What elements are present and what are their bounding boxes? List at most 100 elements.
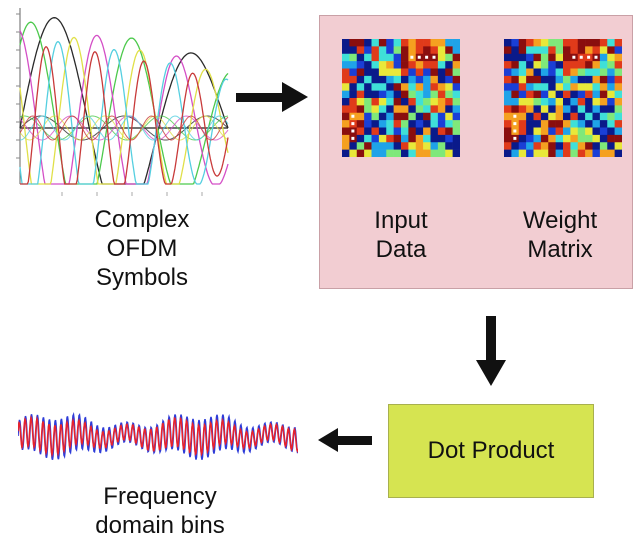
- heatmap-cell: [371, 134, 380, 143]
- heatmap-cell: [452, 39, 460, 47]
- heatmap-cell: [504, 112, 512, 121]
- heatmap-cell: [563, 120, 571, 128]
- heatmap-cell: [570, 75, 579, 84]
- heatmap-cell: [533, 142, 542, 150]
- heatmap-cell: [356, 46, 365, 55]
- heatmap-cell: [452, 112, 460, 121]
- heatmap-cell: [548, 68, 556, 77]
- heatmap-cell: [504, 105, 512, 114]
- heatmap-cell: [570, 105, 579, 114]
- heatmap-cell: [408, 75, 417, 84]
- heatmap-cell: [592, 68, 601, 77]
- arrow-down-icon: [476, 316, 506, 386]
- heatmap-cell: [504, 39, 512, 47]
- heatmap-cell: [592, 112, 601, 121]
- heatmap-cell: [592, 142, 601, 150]
- heatmap-cell: [526, 83, 534, 91]
- heatmap-cell: [511, 68, 520, 77]
- heatmap-cell: [592, 127, 601, 136]
- heatmap-cell: [540, 90, 549, 99]
- heatmap-cell: [577, 120, 586, 128]
- heatmap-cell: [511, 75, 520, 84]
- heatmap-cell: [570, 46, 579, 55]
- heatmap-cell: [555, 105, 564, 114]
- heatmap-cell: [415, 98, 424, 106]
- heatmap-marker: [513, 114, 517, 118]
- heatmap-cell: [437, 75, 446, 84]
- heatmap-cell: [445, 53, 453, 62]
- heatmap-cell: [599, 98, 608, 106]
- heatmap-marker: [410, 55, 414, 59]
- heatmap-cell: [349, 149, 358, 157]
- heatmap-cell: [577, 90, 586, 99]
- heatmap-cell: [504, 149, 512, 157]
- heatmap-cell: [415, 61, 424, 69]
- heatmap-cell: [555, 68, 564, 77]
- heatmap-cell: [511, 46, 520, 55]
- heatmap-cell: [533, 112, 542, 121]
- heatmap-cell: [401, 149, 409, 157]
- heatmap-cell: [393, 61, 402, 69]
- heatmap-cell: [540, 134, 549, 143]
- heatmap-cell: [408, 149, 417, 157]
- frequency-caption-line-2: domain bins: [95, 512, 225, 539]
- heatmap-cell: [533, 46, 542, 55]
- heatmap-cell: [518, 112, 527, 121]
- heatmap-cell: [511, 83, 520, 91]
- input-data-label-line-1: Input: [374, 207, 428, 234]
- heatmap-cell: [349, 75, 358, 84]
- heatmap-cell: [533, 53, 542, 62]
- heatmap-cell: [533, 98, 542, 106]
- heatmap-cell: [570, 112, 579, 121]
- heatmap-cell: [364, 105, 372, 114]
- input-data-heatmap: [342, 39, 460, 157]
- heatmap-cell: [445, 83, 453, 91]
- heatmap-cell: [386, 61, 394, 69]
- heatmap-cell: [614, 61, 622, 69]
- heatmap-cell: [585, 105, 593, 114]
- heatmap-cell: [504, 90, 512, 99]
- heatmap-cell: [415, 83, 424, 91]
- heatmap-cell: [607, 83, 615, 91]
- heatmap-cell: [518, 83, 527, 91]
- heatmap-cell: [511, 98, 520, 106]
- heatmap-cell: [511, 39, 520, 47]
- heatmap-cell: [614, 149, 622, 157]
- heatmap-cell: [504, 120, 512, 128]
- heatmap-cell: [423, 61, 431, 69]
- ofdm-curve: [19, 36, 229, 185]
- heatmap-cell: [585, 142, 593, 150]
- heatmap-cell: [570, 83, 579, 91]
- heatmap-cell: [342, 90, 350, 99]
- heatmap-cell: [540, 127, 549, 136]
- heatmap-cell: [342, 142, 350, 150]
- heatmap-cell: [349, 98, 358, 106]
- heatmap-cell: [401, 98, 409, 106]
- heatmap-cell: [371, 68, 380, 77]
- heatmap-cell: [599, 149, 608, 157]
- ofdm-curve: [19, 41, 229, 185]
- heatmap-cell: [570, 98, 579, 106]
- heatmap-cell: [548, 127, 556, 136]
- heatmap-cell: [518, 120, 527, 128]
- heatmap-cell: [577, 68, 586, 77]
- arrow-left-icon: [318, 428, 372, 452]
- heatmap-cell: [445, 112, 453, 121]
- heatmap-cell: [408, 112, 417, 121]
- heatmap-cell: [504, 98, 512, 106]
- heatmap-cell: [401, 83, 409, 91]
- heatmap-cell: [401, 75, 409, 84]
- heatmap-cell: [349, 105, 358, 114]
- heatmap-marker: [513, 136, 517, 140]
- heatmap-cell: [371, 53, 380, 62]
- heatmap-marker: [351, 136, 355, 140]
- heatmap-cell: [364, 120, 372, 128]
- heatmap-cell: [342, 61, 350, 69]
- heatmap-cell: [540, 98, 549, 106]
- heatmap-cell: [356, 61, 365, 69]
- ofdm-curve-small: [19, 115, 229, 141]
- heatmap-cell: [526, 53, 534, 62]
- heatmap-cell: [555, 53, 564, 62]
- heatmap-cell: [504, 75, 512, 84]
- matrix-panel: Input Data Weight Matrix: [319, 15, 633, 289]
